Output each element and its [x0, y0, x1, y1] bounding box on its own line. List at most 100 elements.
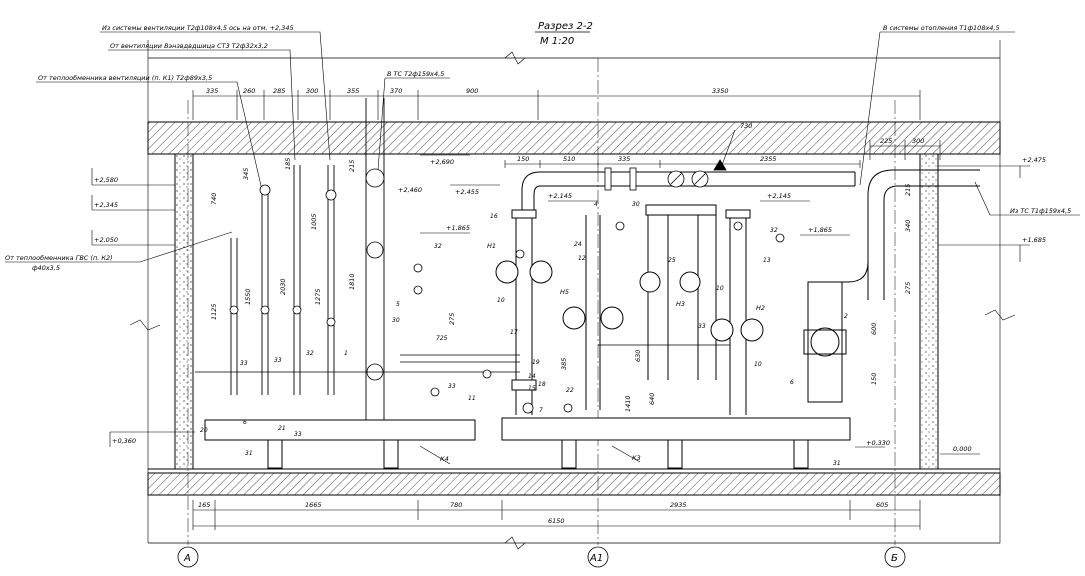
top-dim-3: 285: [273, 87, 285, 95]
header-valves: [604, 159, 727, 191]
label-from-ts: Из ТС Т1ф159х4,5: [1010, 207, 1071, 215]
mark-32-b: 32: [434, 243, 442, 250]
vdim-640: 640: [648, 393, 656, 405]
vertical-dims: 740 1125 1550 2030 1005 1275 1810 215 18…: [210, 158, 912, 412]
bottom-dim-605: 605: [876, 501, 888, 509]
pipe-dim-335: 335: [618, 155, 630, 163]
mark-32-c: 32: [770, 227, 778, 234]
vdim-1125: 1125: [210, 303, 218, 320]
vdim-275-b: 275: [904, 282, 912, 294]
vdim-1005: 1005: [310, 213, 318, 230]
bottom-dimension-chain: [192, 500, 921, 530]
right-top-dims: [869, 140, 941, 160]
axis-a1: А1: [589, 553, 603, 564]
collector-k3: [501, 417, 851, 469]
connection-pipes: [195, 344, 730, 373]
mark-31-right: 31: [833, 460, 841, 467]
right-riser: [803, 169, 980, 403]
mark-6-a: 6: [243, 419, 247, 426]
top-dim-4: 300: [306, 87, 318, 95]
mark-22-1: 725: [436, 335, 448, 342]
elev-2460: +2,460: [398, 186, 422, 194]
elev-2145-b: +2,145: [767, 192, 791, 200]
vdim-150: 150: [870, 373, 878, 385]
collector-k4-label: К4: [440, 455, 449, 463]
mark-2: 2: [844, 313, 848, 320]
ceiling-slab: [147, 121, 1001, 155]
left-elevation-marks: [91, 168, 195, 447]
mark-20: 20: [200, 427, 208, 434]
vdim-1275: 1275: [314, 288, 322, 305]
equip-h5: Н5: [560, 288, 569, 296]
elev-0360: +0,360: [112, 437, 136, 445]
vdim-345: 345: [242, 168, 250, 180]
elev-2475: +2,475: [1022, 156, 1046, 164]
top-dimension-chain: [192, 90, 921, 120]
top-dim-8: 3350: [712, 87, 729, 95]
top-dim-7: 900: [466, 87, 478, 95]
mark-16: 16: [490, 213, 498, 220]
label-gvs: От теплообменника ГВС (п. К2): [5, 254, 113, 262]
vdim-185: 185: [284, 158, 292, 170]
label-heat-exchanger-vent: От теплообменника вентиляции (п. К1) Т2ф…: [38, 74, 212, 82]
right-dim-300: 300: [912, 137, 924, 145]
collector-k4: [204, 419, 476, 469]
mark-21: 21: [278, 425, 286, 432]
equip-h1: Н1: [487, 242, 496, 250]
mark-18: 18: [538, 381, 546, 388]
axis-a: А: [183, 553, 191, 564]
pump-h3: [639, 204, 717, 380]
mark-1: 1: [344, 350, 348, 357]
bottom-dim-1665: 1665: [305, 501, 322, 509]
mark-5: 5: [396, 301, 400, 308]
leader-lines: [5, 31, 1080, 263]
equip-h3: Н3: [676, 300, 685, 308]
pump-h1: [495, 209, 553, 415]
vdim-740: 740: [210, 193, 218, 205]
mark-11: 11: [468, 395, 476, 402]
bottom-dim-780: 780: [450, 501, 462, 509]
label-vent-station: От вентиляции Вэнзвдвдшица СТ3 Т2ф32х3,2: [110, 42, 268, 50]
bottom-dim-165: 165: [198, 501, 210, 509]
vdim-1550: 1550: [244, 288, 252, 305]
top-dim-1: 335: [206, 87, 218, 95]
label-vent-system: Из системы вентиляции Т2ф108х4,5 ось на …: [102, 24, 294, 32]
right-elevation-marks: [855, 165, 1030, 455]
elev-1865-b: +1,865: [808, 226, 832, 234]
mark-12: 12: [578, 255, 586, 262]
elev-1685: +1,685: [1022, 236, 1046, 244]
mark-33-b: 33: [274, 357, 282, 364]
pipe-dim-150: 150: [517, 155, 529, 163]
break-marks: [129, 51, 1016, 550]
elev-2690: +2,690: [430, 158, 454, 166]
pump-h2: [710, 209, 764, 415]
vdim-630: 630: [634, 350, 642, 362]
bottom-dim-2935: 2935: [670, 501, 687, 509]
elev-2145-a: +2,145: [548, 192, 572, 200]
elev-1865-a: +1,865: [446, 224, 470, 232]
mark-10-b: 10: [716, 285, 724, 292]
top-dim-2: 260: [243, 87, 255, 95]
mark-15: 15: [528, 385, 536, 392]
mark-14: 14: [528, 373, 536, 380]
right-wall: [919, 153, 939, 470]
top-dim-6: 370: [390, 87, 402, 95]
elev-2455: +2,455: [455, 188, 479, 196]
left-wall: [174, 153, 194, 470]
elev-2580: +2,580: [94, 176, 118, 184]
mark-17: 17: [510, 329, 518, 336]
label-gvs-dia: ф40х3,5: [32, 264, 60, 272]
vdim-215-b: 215: [904, 184, 912, 196]
label-heating-system: В системы отопления Т1ф108х4,5: [883, 24, 1000, 32]
vdim-385: 385: [560, 358, 568, 370]
mark-33-c: 33: [294, 431, 302, 438]
elev-0330: +0,330: [866, 439, 890, 447]
vdim-2030: 2030: [279, 278, 287, 295]
right-dim-225: 225: [880, 137, 892, 145]
vdim-600: 600: [870, 323, 878, 335]
vdim-1410: 1410: [624, 395, 632, 412]
mark-0-1: 730: [740, 122, 752, 130]
axis-bubbles: [177, 546, 906, 568]
mark-33-a: 33: [240, 360, 248, 367]
label-to-ts: В ТС Т2ф159х4,5: [387, 70, 444, 78]
